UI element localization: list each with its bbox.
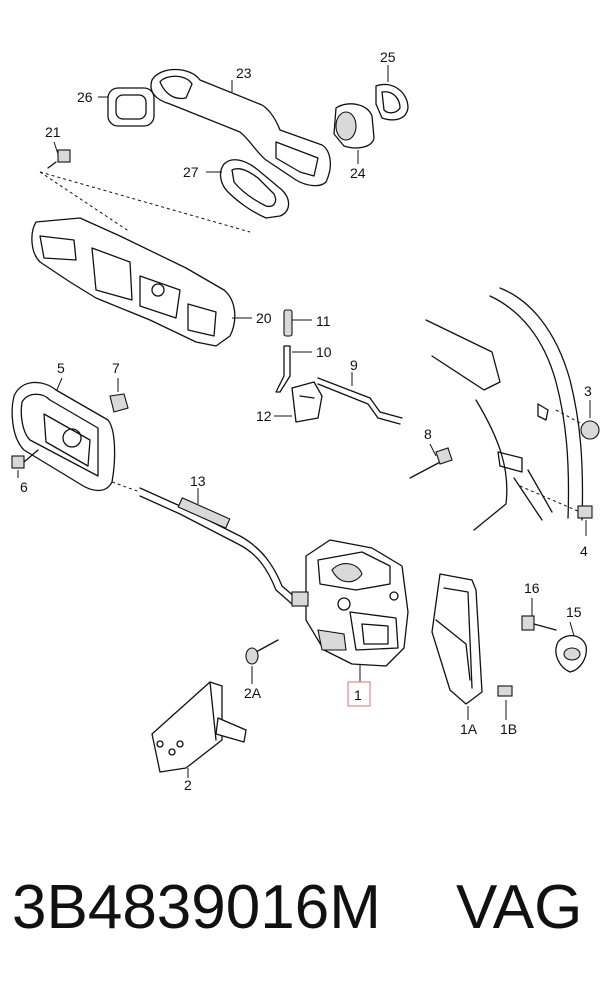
part-20-handle-carrier: 20 [31, 217, 272, 347]
part-16-striker-bolt: 16 [521, 580, 557, 631]
callout-15: 15 [566, 604, 582, 620]
callout-2a: 2A [244, 685, 262, 701]
part-27-gasket: 27 [183, 159, 290, 219]
part-9-linkage-rod: 9 [317, 357, 403, 425]
part-26-grommet: 26 [77, 87, 155, 127]
callout-21: 21 [45, 124, 61, 140]
part-3-plug: 3 [580, 383, 600, 440]
part-4-bolt: 4 [577, 505, 593, 559]
callout-6: 6 [20, 479, 28, 495]
callout-4: 4 [580, 543, 588, 559]
part-13-cable: 13 [111, 473, 297, 605]
part-24-cylinder-cap: 24 [333, 103, 375, 181]
part-5-inner-handle: 5 [11, 360, 116, 492]
callout-8: 8 [424, 426, 432, 442]
callout-20: 20 [256, 310, 272, 326]
callout-7: 7 [112, 360, 120, 376]
part-1a-cover: 1A [431, 573, 483, 737]
callout-27: 27 [183, 164, 199, 180]
callout-5: 5 [57, 360, 65, 376]
part-23-door-handle: 23 [150, 65, 332, 187]
callout-1b: 1B [500, 721, 517, 737]
part-10-rod: 10 [275, 344, 332, 393]
callout-3: 3 [584, 383, 592, 399]
callout-12: 12 [256, 408, 272, 424]
part-6-screw: 6 [11, 449, 39, 495]
part-12-clip: 12 [256, 381, 323, 424]
callout-16: 16 [524, 580, 540, 596]
door-frame [425, 287, 584, 531]
callout-1: 1 [354, 687, 362, 703]
callout-1a: 1A [460, 721, 478, 737]
callout-26: 26 [77, 89, 93, 105]
callout-10: 10 [316, 344, 332, 360]
part-number: 3B4839016M [12, 873, 381, 942]
part-15-striker-plate: 15 [555, 604, 587, 673]
part-7-clip: 7 [109, 360, 129, 413]
part-1b-screw: 1B [497, 685, 517, 737]
callout-2: 2 [184, 777, 192, 793]
part-25-end-cap: 25 [375, 49, 409, 121]
part-11-pin: 11 [283, 309, 331, 337]
brand-label: VAG [456, 873, 583, 942]
part-1-door-lock: 1 [291, 539, 409, 707]
callout-25: 25 [380, 49, 396, 65]
callout-23: 23 [236, 65, 252, 81]
highlight-box [347, 681, 371, 707]
callout-24: 24 [350, 165, 366, 181]
part-8-rod-clip: 8 [409, 426, 453, 479]
callout-11: 11 [316, 313, 331, 329]
part-2-bracket: 2 [151, 681, 247, 793]
exploded-parts-diagram: 26 23 25 24 27 21 [11, 49, 600, 793]
callout-13: 13 [190, 473, 206, 489]
part-2a-rivet: 2A [244, 639, 279, 701]
part-21-bolt: 21 [39, 124, 251, 233]
callout-9: 9 [350, 357, 358, 373]
